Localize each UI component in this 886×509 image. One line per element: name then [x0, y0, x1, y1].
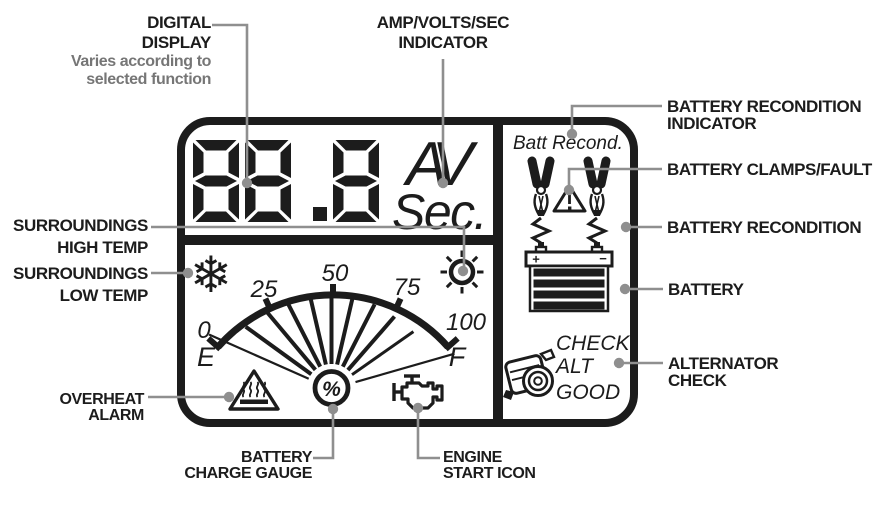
- callout-line: BATTERY: [668, 280, 744, 299]
- callout-line: SURROUNDINGS: [13, 264, 148, 283]
- battery-charge-gauge-graphic: 0 25 50 75 100 E F %: [197, 260, 487, 407]
- svg-text:25: 25: [250, 276, 278, 303]
- leader-dots: [182, 128, 632, 415]
- alternator-status-text: CHECK ALT GOOD: [554, 332, 631, 404]
- callout-line: DIGITAL: [147, 13, 211, 32]
- percent-symbol: %: [322, 378, 341, 401]
- batt-recond-text: Batt Recond.: [513, 133, 623, 154]
- alt-status-check: CHECK: [556, 332, 631, 355]
- gauge-full-label: F: [449, 342, 467, 372]
- battery-clamps-icon: [527, 156, 611, 216]
- callout-battery-recondition-indicator: BATTERY RECONDITION INDICATOR: [667, 97, 862, 133]
- callout-engine-start-icon: ENGINE START ICON: [443, 450, 536, 482]
- battery-negative-sign: −: [599, 251, 607, 266]
- callout-line: ENGINE: [443, 449, 502, 466]
- callout-line: INDICATOR: [667, 114, 757, 133]
- callout-line: BATTERY RECONDITION: [667, 97, 862, 116]
- callout-line: BATTERY CLAMPS/FAULT: [667, 160, 872, 179]
- callout-alternator-check: ALTERNATOR CHECK: [668, 354, 779, 390]
- callout-digital-display: DIGITAL DISPLAY Varies according to sele…: [71, 13, 211, 89]
- callout-line: INDICATOR: [398, 33, 488, 52]
- unit-sec: Sec.: [392, 184, 486, 240]
- callout-battery-clamps-fault: BATTERY CLAMPS/FAULT: [667, 161, 872, 178]
- overheat-alarm-icon: [228, 369, 280, 411]
- callout-line: CHECK: [668, 371, 727, 390]
- callout-line: DISPLAY: [141, 33, 212, 52]
- leader-lines: [148, 23, 663, 460]
- callout-line: HIGH TEMP: [57, 238, 148, 257]
- gauge-rays: [208, 293, 455, 384]
- gauge-tick-labels: 0 25 50 75 100: [197, 260, 486, 344]
- callout-note: Varies according to selected function: [70, 53, 211, 88]
- callout-line: AMP/VOLTS/SEC: [376, 13, 510, 32]
- svg-text:50: 50: [322, 260, 349, 287]
- alt-status-alt: ALT: [554, 355, 595, 378]
- callout-surroundings-low-temp: SURROUNDINGS LOW TEMP: [13, 263, 148, 307]
- callout-battery-charge-gauge: BATTERY CHARGE GAUGE: [184, 450, 312, 482]
- callout-line: ALARM: [88, 407, 144, 424]
- alternator-check-icon: [503, 348, 556, 400]
- callout-overheat-alarm: OVERHEAT ALARM: [59, 392, 144, 424]
- surroundings-low-temp-icon: ❄: [190, 246, 232, 304]
- svg-text:0: 0: [197, 317, 211, 344]
- battery-positive-sign: +: [532, 252, 540, 267]
- digital-display-value: [193, 140, 379, 222]
- alt-status-good: GOOD: [556, 381, 620, 404]
- callout-line: CHARGE GAUGE: [184, 465, 312, 482]
- callout-line: START ICON: [443, 465, 536, 482]
- svg-text:100: 100: [446, 309, 487, 336]
- svg-text:75: 75: [394, 274, 421, 301]
- callout-battery-recondition: BATTERY RECONDITION: [667, 218, 862, 237]
- decimal-point: [313, 207, 327, 221]
- callout-line: ALTERNATOR: [668, 354, 779, 373]
- battery-icon: + −: [524, 250, 614, 313]
- callout-line: BATTERY RECONDITION: [667, 218, 862, 237]
- callout-line: SURROUNDINGS: [13, 216, 148, 235]
- gauge-ticks: [206, 284, 460, 352]
- callout-line: LOW TEMP: [59, 286, 149, 305]
- fault-warning-icon: [552, 184, 587, 213]
- engine-start-icon: [392, 374, 444, 410]
- callout-surroundings-high-temp: SURROUNDINGS HIGH TEMP: [13, 215, 148, 259]
- callout-amp-volts-sec: AMP/VOLTS/SEC INDICATOR: [363, 13, 523, 53]
- callout-battery: BATTERY: [668, 281, 744, 298]
- callout-line: OVERHEAT: [59, 391, 144, 408]
- gauge-empty-label: E: [197, 342, 216, 372]
- callout-line: BATTERY: [241, 449, 312, 466]
